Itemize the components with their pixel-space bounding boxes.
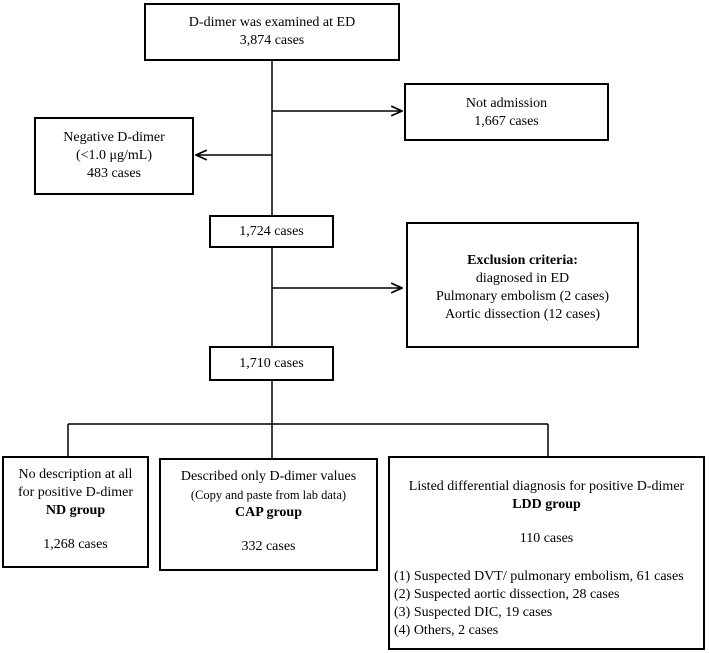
top-box-line1: D-dimer was examined at ED	[188, 15, 356, 30]
negative-line2: (<1.0 μg/mL)	[75, 148, 153, 163]
not-admission-box: Not admission 1,667 cases	[404, 83, 609, 141]
nd-group-box: No description at all for positive D-dim…	[2, 456, 149, 568]
top-box: D-dimer was examined at ED 3,874 cases	[144, 3, 400, 61]
ldd-list-item: (2) Suspected aortic dissection, 28 case…	[394, 587, 620, 602]
negative-count: 483 cases	[86, 166, 142, 181]
negative-line1: Negative D-dimer	[63, 130, 165, 145]
ldd-line1: Listed differential diagnosis for positi…	[408, 479, 685, 494]
negative-ddimer-box: Negative D-dimer (<1.0 μg/mL) 483 cases	[34, 117, 194, 195]
ldd-list-item: (3) Suspected DIC, 19 cases	[394, 605, 553, 620]
not-admission-line1: Not admission	[465, 96, 548, 111]
not-admission-count: 1,667 cases	[474, 114, 539, 129]
count-1710: 1,710 cases	[239, 356, 304, 371]
nd-group-label: ND group	[45, 503, 106, 518]
count-1724: 1,724 cases	[239, 224, 304, 239]
exclusion-line1: diagnosed in ED	[475, 271, 570, 286]
exclusion-line3: Aortic dissection (12 cases)	[444, 307, 601, 322]
top-box-line2: 3,874 cases	[239, 33, 305, 48]
ldd-diagnosis-list: (1) Suspected DVT/ pulmonary embolism, 6…	[390, 568, 703, 640]
cap-line2: (Copy and paste from lab data)	[190, 488, 347, 502]
nd-line2: for positive D-dimer	[17, 485, 134, 500]
cap-count: 332 cases	[241, 539, 296, 554]
nd-line1: No description at all	[18, 467, 133, 482]
count-1724-box: 1,724 cases	[209, 215, 334, 248]
count-1710-box: 1,710 cases	[209, 346, 334, 381]
exclusion-box: Exclusion criteria: diagnosed in ED Pulm…	[406, 222, 639, 348]
cap-group-label: CAP group	[234, 505, 303, 520]
ldd-group-box: Listed differential diagnosis for positi…	[388, 456, 705, 650]
nd-count: 1,268 cases	[43, 537, 108, 552]
exclusion-title: Exclusion criteria:	[467, 253, 578, 268]
cap-line1: Described only D-dimer values	[180, 469, 357, 484]
ldd-count: 110 cases	[519, 531, 574, 546]
ldd-list-item: (1) Suspected DVT/ pulmonary embolism, 6…	[394, 569, 684, 584]
ldd-group-label: LDD group	[512, 497, 581, 512]
exclusion-line2: Pulmonary embolism (2 cases)	[435, 289, 610, 304]
cap-group-box: Described only D-dimer values (Copy and …	[159, 458, 378, 571]
ldd-list-item: (4) Others, 2 cases	[394, 623, 499, 638]
